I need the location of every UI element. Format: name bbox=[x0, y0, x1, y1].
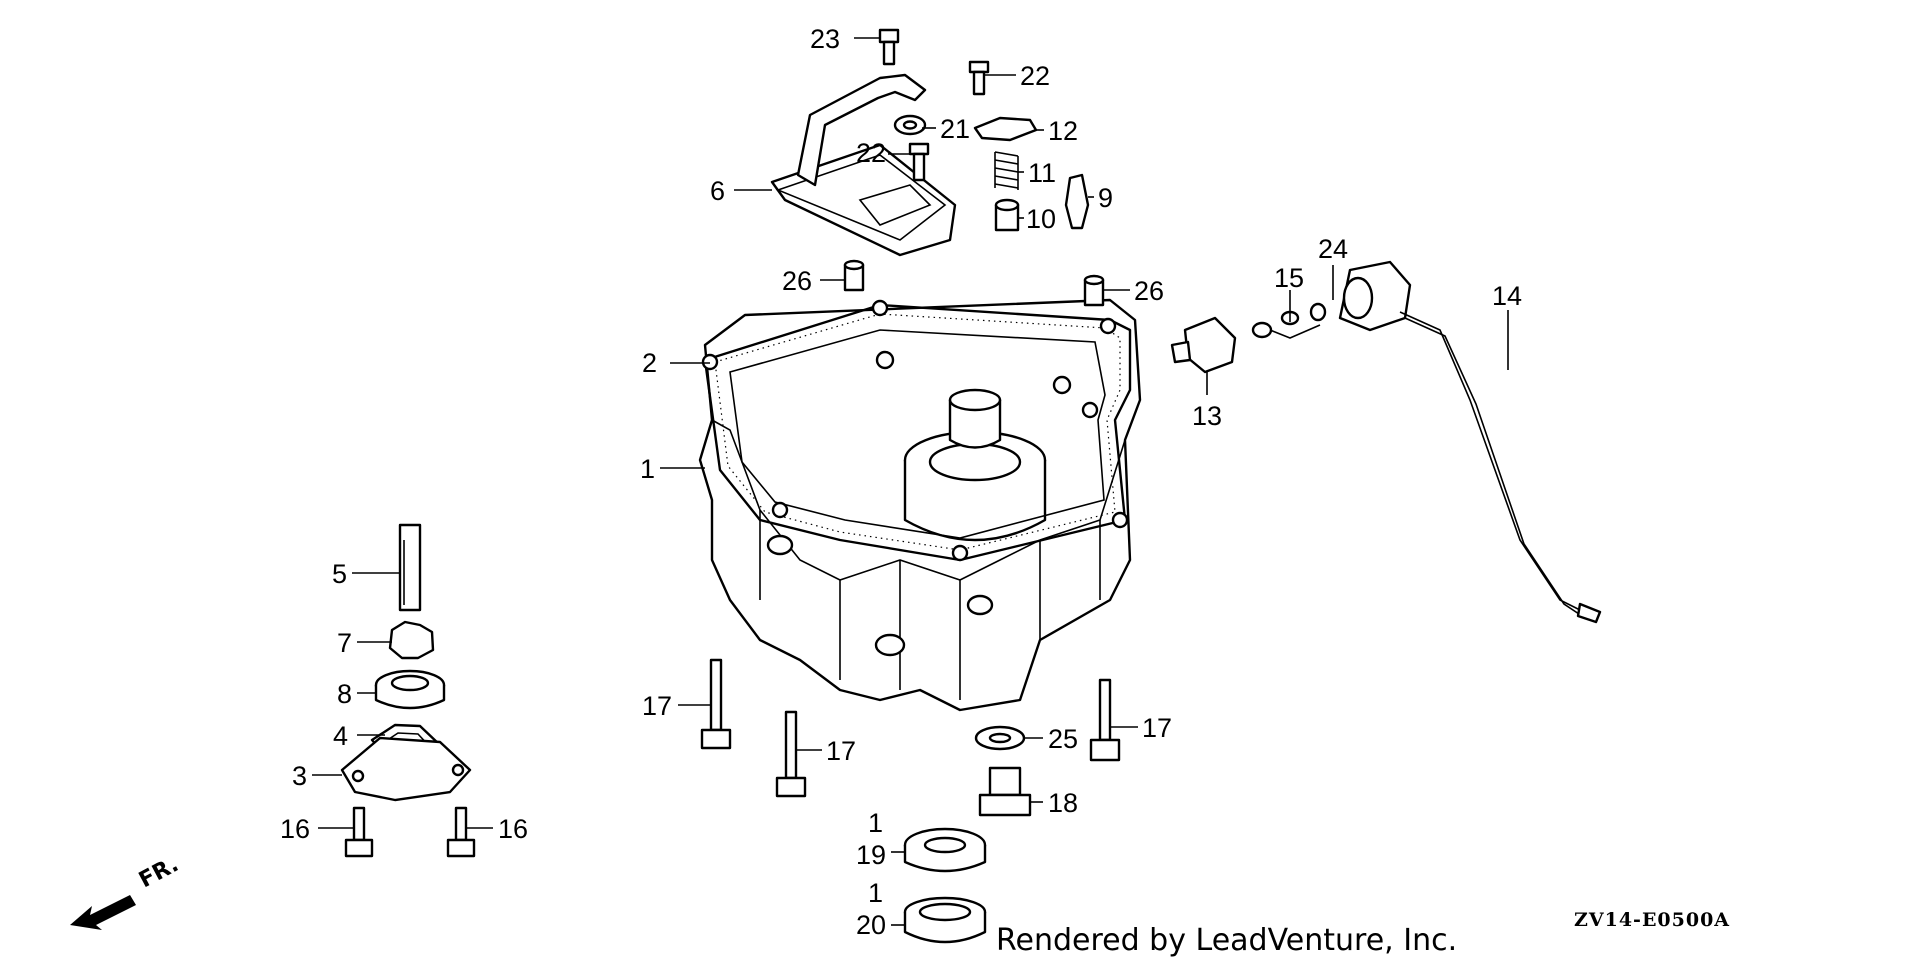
callout-1-main: 1 bbox=[640, 454, 655, 484]
callout-3: 3 bbox=[292, 761, 307, 791]
callout-24: 24 bbox=[1318, 234, 1348, 264]
callout-17-c: 17 bbox=[1142, 713, 1172, 743]
callout-26-right: 26 bbox=[1134, 276, 1164, 306]
leader-lines bbox=[312, 37, 1509, 926]
callout-14: 14 bbox=[1492, 281, 1522, 311]
bolt-17-b-part bbox=[775, 710, 807, 798]
callout-labels: 23 22 21 12 22 11 6 9 10 26 26 24 15 14 … bbox=[280, 24, 1522, 940]
screw-24-part bbox=[1280, 302, 1327, 326]
rotor-8-part bbox=[374, 669, 446, 710]
callout-26-left: 26 bbox=[782, 266, 812, 296]
washer-25-part bbox=[974, 725, 1026, 751]
callout-17-b: 17 bbox=[826, 736, 856, 766]
callout-7: 7 bbox=[337, 628, 352, 658]
oil-pan-part bbox=[698, 298, 1142, 712]
callout-19: 19 bbox=[856, 840, 886, 870]
bolt-22-top-part bbox=[968, 60, 990, 96]
callout-13: 13 bbox=[1192, 401, 1222, 431]
bolt-16-left-part bbox=[344, 806, 374, 858]
callout-4: 4 bbox=[333, 721, 348, 751]
drawing-code: ZV14-E0500A bbox=[1574, 909, 1730, 931]
callout-15: 15 bbox=[1274, 263, 1304, 293]
callout-23: 23 bbox=[810, 24, 840, 54]
breather-cover-part bbox=[770, 73, 957, 257]
callout-2: 2 bbox=[642, 348, 657, 378]
dowel-26-right-part bbox=[1083, 274, 1105, 307]
bolt-16-right-part bbox=[446, 806, 476, 858]
callout-22-top: 22 bbox=[1020, 61, 1050, 91]
callout-5: 5 bbox=[332, 559, 347, 589]
callout-18: 18 bbox=[1048, 788, 1078, 818]
bolt-17-c-part bbox=[1089, 678, 1121, 762]
bolt-23-part bbox=[878, 28, 900, 66]
seal-20-part bbox=[903, 896, 987, 944]
credit-text: Rendered by LeadVenture, Inc. bbox=[996, 923, 1457, 958]
callout-10: 10 bbox=[1026, 204, 1056, 234]
plug-18-part bbox=[978, 766, 1032, 817]
callout-1-seal19: 1 bbox=[868, 808, 883, 838]
spring-11-part bbox=[994, 151, 1019, 190]
callout-9: 9 bbox=[1098, 183, 1113, 213]
wire-14-part bbox=[1338, 260, 1602, 624]
seal-19-part bbox=[903, 827, 987, 873]
bolt-22-mid-part bbox=[908, 142, 930, 182]
callout-16-left: 16 bbox=[280, 814, 310, 844]
dowel-26-left-part bbox=[843, 259, 865, 292]
gasket-part bbox=[701, 299, 1132, 562]
callout-22-mid: 22 bbox=[856, 138, 886, 168]
callout-21: 21 bbox=[940, 114, 970, 144]
callout-11: 11 bbox=[1028, 158, 1056, 188]
callout-6: 6 bbox=[710, 176, 725, 206]
valve-9-part bbox=[1064, 173, 1090, 230]
washer-21-part bbox=[893, 114, 927, 136]
callout-17-a: 17 bbox=[642, 691, 672, 721]
front-direction-arrow: FR. bbox=[70, 852, 183, 930]
front-direction-label: FR. bbox=[135, 852, 183, 893]
callout-8: 8 bbox=[337, 679, 352, 709]
bolt-17-a-part bbox=[700, 658, 732, 750]
callout-25: 25 bbox=[1048, 724, 1078, 754]
callout-1-seal20: 1 bbox=[868, 878, 883, 908]
plate-12-part bbox=[973, 116, 1038, 142]
terminal-15-part bbox=[1251, 321, 1321, 339]
cover-3-part bbox=[340, 736, 472, 802]
callout-20: 20 bbox=[856, 910, 886, 940]
oil-switch-13-part bbox=[1170, 316, 1237, 374]
cap-10-part bbox=[994, 198, 1020, 232]
shaft-5-part bbox=[398, 523, 422, 612]
callout-12: 12 bbox=[1048, 116, 1078, 146]
callout-16-right: 16 bbox=[498, 814, 528, 844]
gear-7-part bbox=[388, 620, 435, 660]
